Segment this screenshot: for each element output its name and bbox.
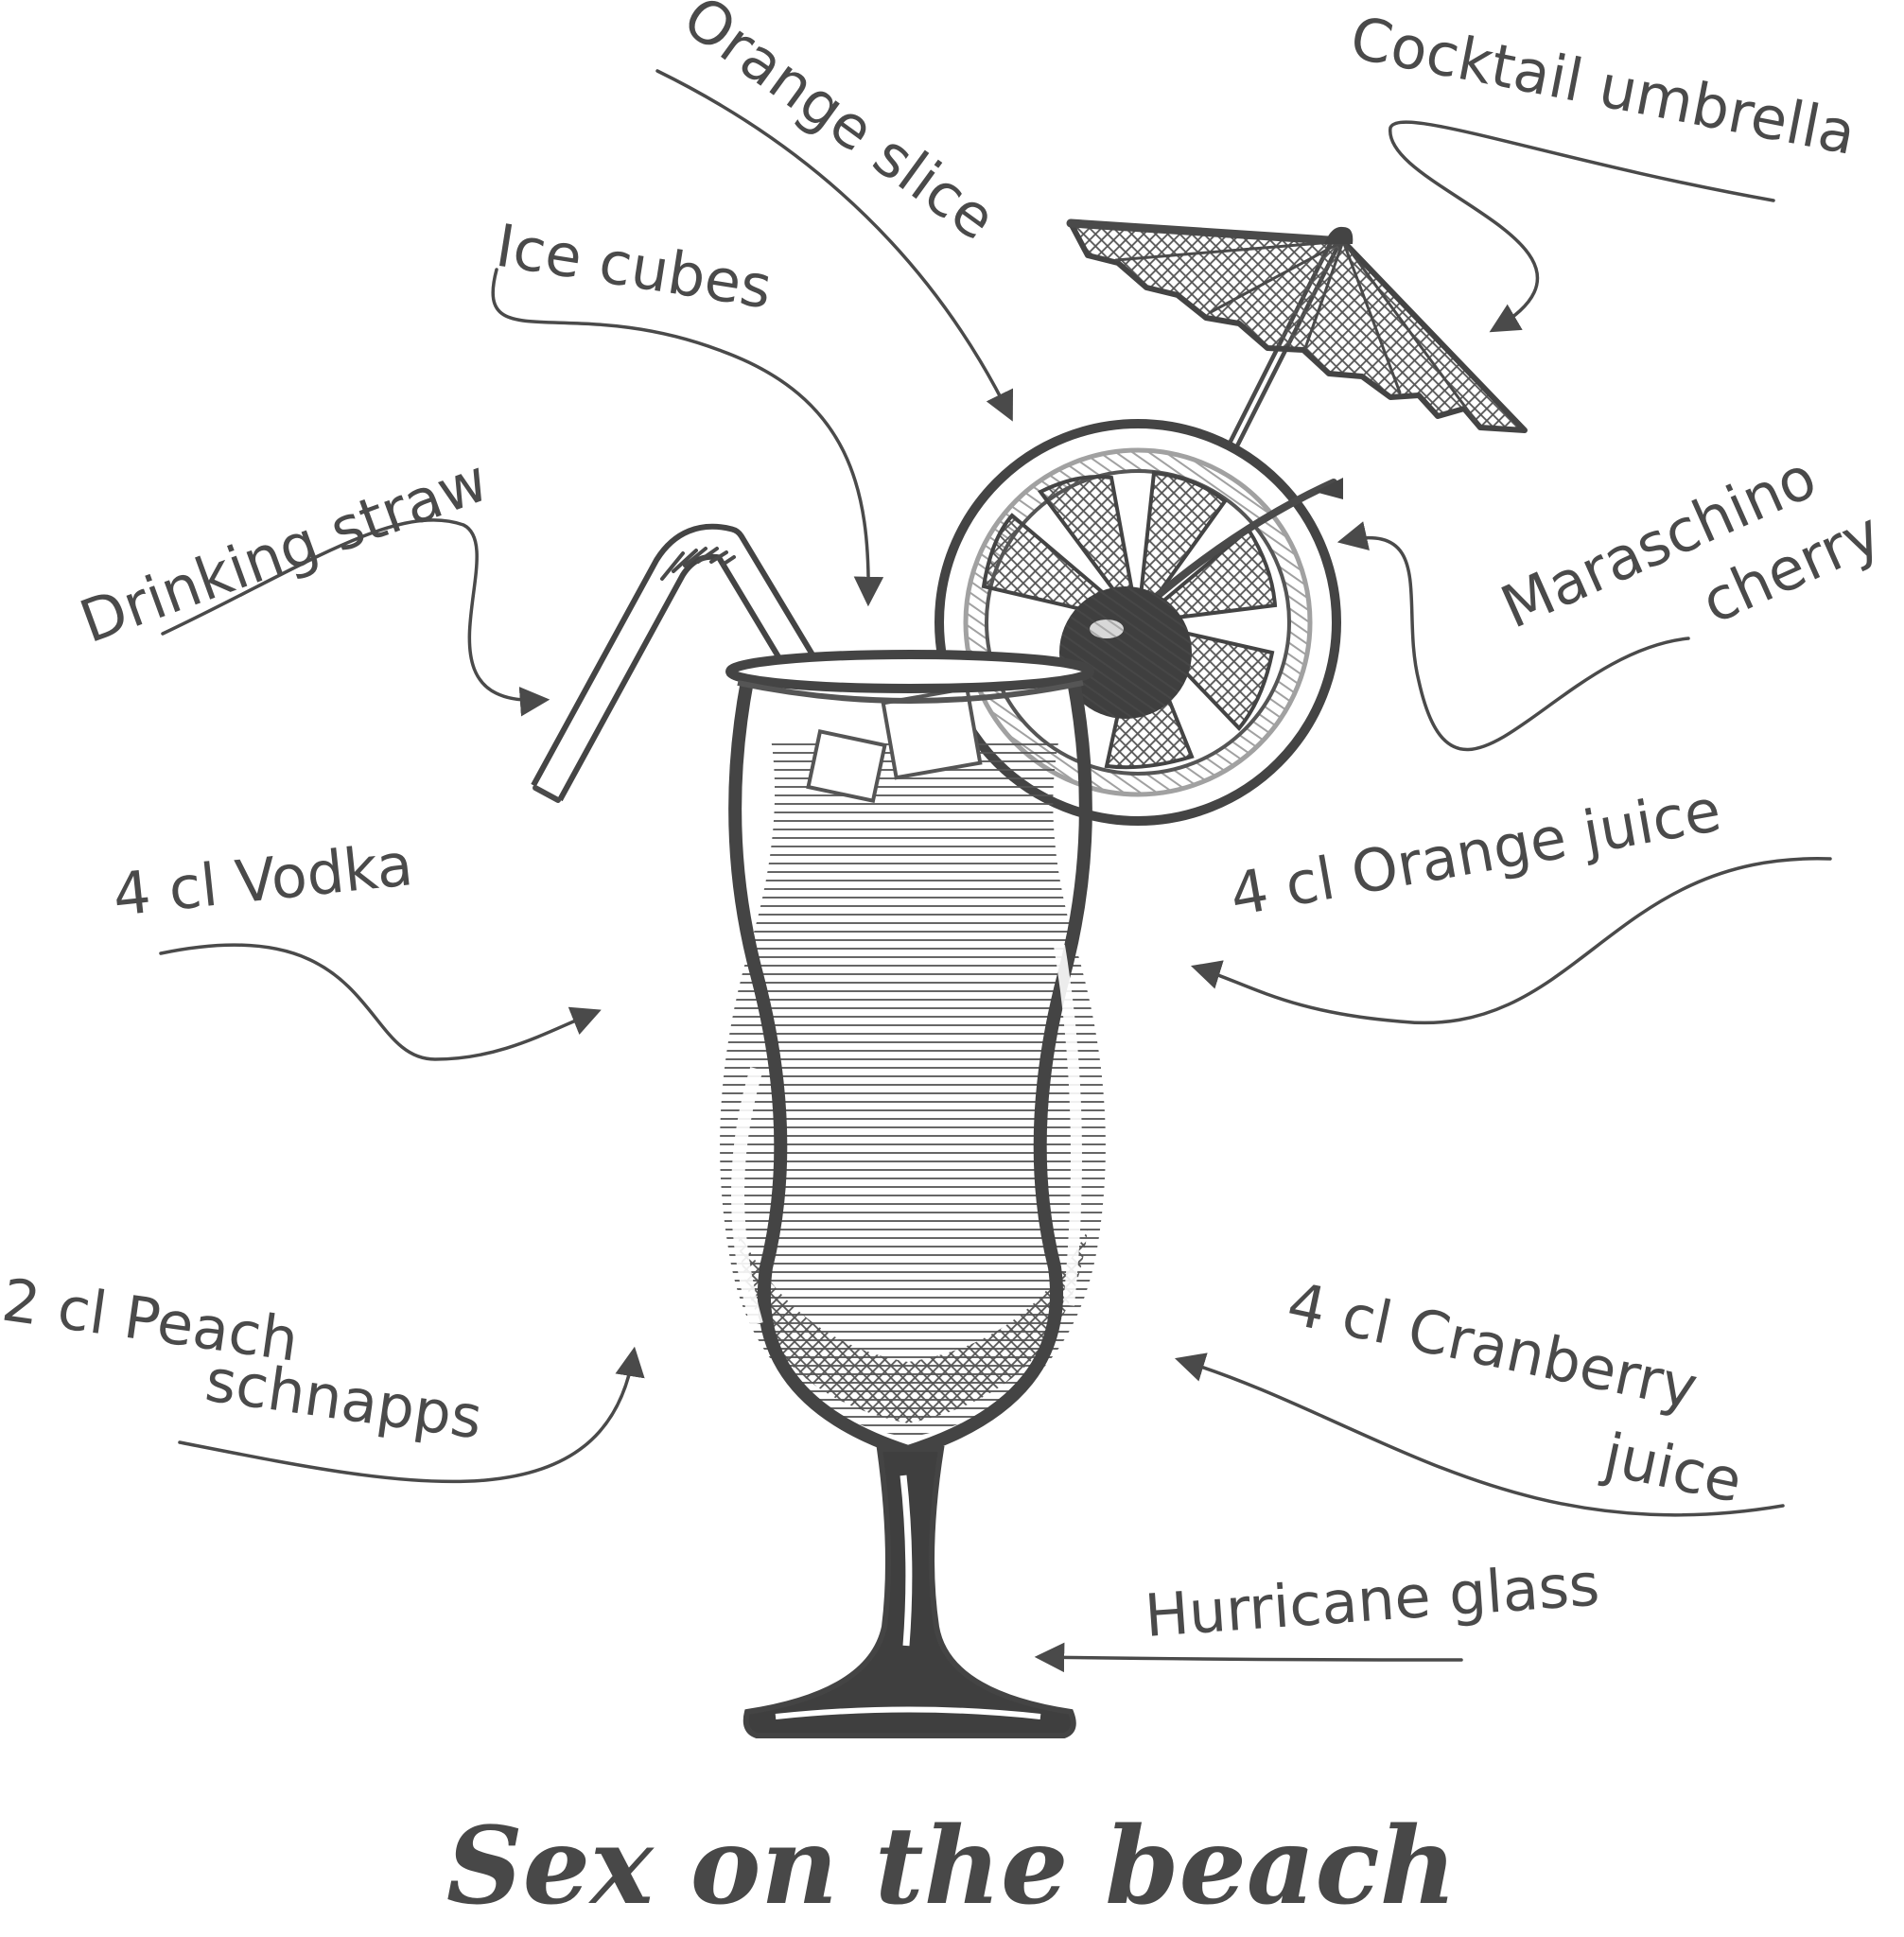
orange-juice-leader	[1190, 857, 1832, 1025]
umbrella-drawing	[1066, 218, 1528, 459]
peach-schnapps-leader	[178, 1346, 645, 1484]
label-cocktail-umbrella: Cocktail umbrella	[1345, 3, 1860, 168]
straw-drawing	[531, 523, 818, 803]
hurricane-glass-drawing	[720, 650, 1106, 1738]
label-peach-line2: schnapps	[201, 1346, 486, 1453]
cocktail-illustration	[531, 218, 1528, 1738]
page-title: Sex on the beach	[446, 1805, 1457, 1928]
orange-slice-leader	[655, 69, 1014, 422]
label-cranberry-line1: 4 cl Cranberry	[1282, 1268, 1703, 1422]
label-hurricane-glass: Hurricane glass	[1143, 1550, 1601, 1650]
vodka-leader	[159, 943, 602, 1061]
drinking-straw-leader	[161, 518, 550, 717]
cherry-drawing	[1059, 478, 1343, 719]
ice-cubes-leader	[491, 268, 884, 607]
label-vodka: 4 cl Vodka	[110, 829, 416, 930]
cranberry-juice-leader	[1174, 1352, 1785, 1517]
cocktail-umbrella-leader	[1389, 120, 1775, 333]
label-ice-cubes: Ice cubes	[492, 211, 777, 323]
label-cranberry-line2: juice	[1597, 1420, 1748, 1516]
maraschino-leader	[1336, 521, 1690, 752]
leader-lines	[159, 69, 1832, 1673]
label-drinking-straw: Drinking straw	[71, 445, 497, 656]
label-orange-slice: Orange slice	[671, 0, 1008, 253]
hurricane-glass-leader	[1034, 1642, 1463, 1673]
